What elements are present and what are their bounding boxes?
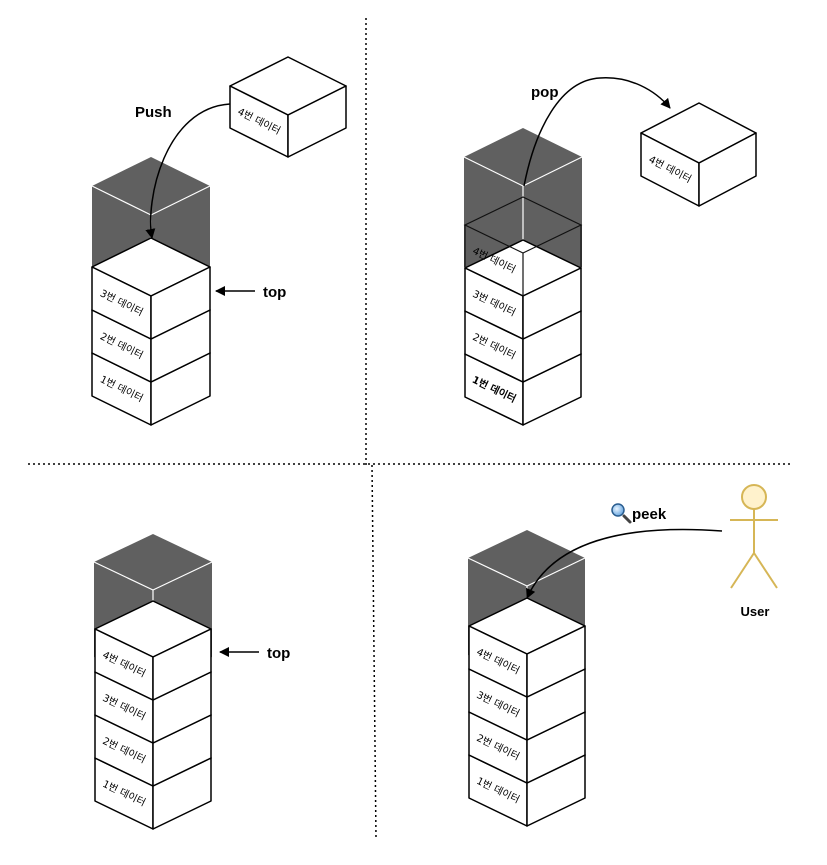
magnifier-icon <box>611 503 632 524</box>
stack-block: 3번 데이터 <box>464 239 582 340</box>
outgoing-block-right-face <box>698 132 757 207</box>
incoming-block: 4번 데이터 <box>229 56 347 158</box>
stack-block: 4번 데이터 <box>468 597 586 698</box>
divider-vertical-bottom <box>371 464 377 839</box>
stack-block-right-face <box>526 625 586 698</box>
pop-arrow <box>523 77 671 187</box>
stack-block-right-face <box>522 267 582 340</box>
push-arrow <box>145 103 231 239</box>
push-label: Push <box>135 104 172 121</box>
result-top-label: top <box>267 645 290 662</box>
stack-block: 3번 데이터 <box>91 237 211 340</box>
peek-label: peek <box>632 506 667 523</box>
push-top-label: top <box>263 284 286 301</box>
peek-arrow <box>526 528 723 599</box>
stack-block-right-face <box>150 266 211 340</box>
incoming-block-right-face <box>287 85 347 158</box>
outgoing-block: 4번 데이터 <box>640 102 757 207</box>
user-figure-icon <box>730 484 778 589</box>
push-incoming-block: 4번 데이터 <box>229 56 347 158</box>
user-label: User <box>741 604 770 619</box>
pop-outgoing-block: 4번 데이터 <box>640 102 757 207</box>
pop-label: pop <box>531 84 559 101</box>
stack-block: 4번 데이터 <box>94 600 212 701</box>
stack-block-right-face <box>152 628 212 701</box>
